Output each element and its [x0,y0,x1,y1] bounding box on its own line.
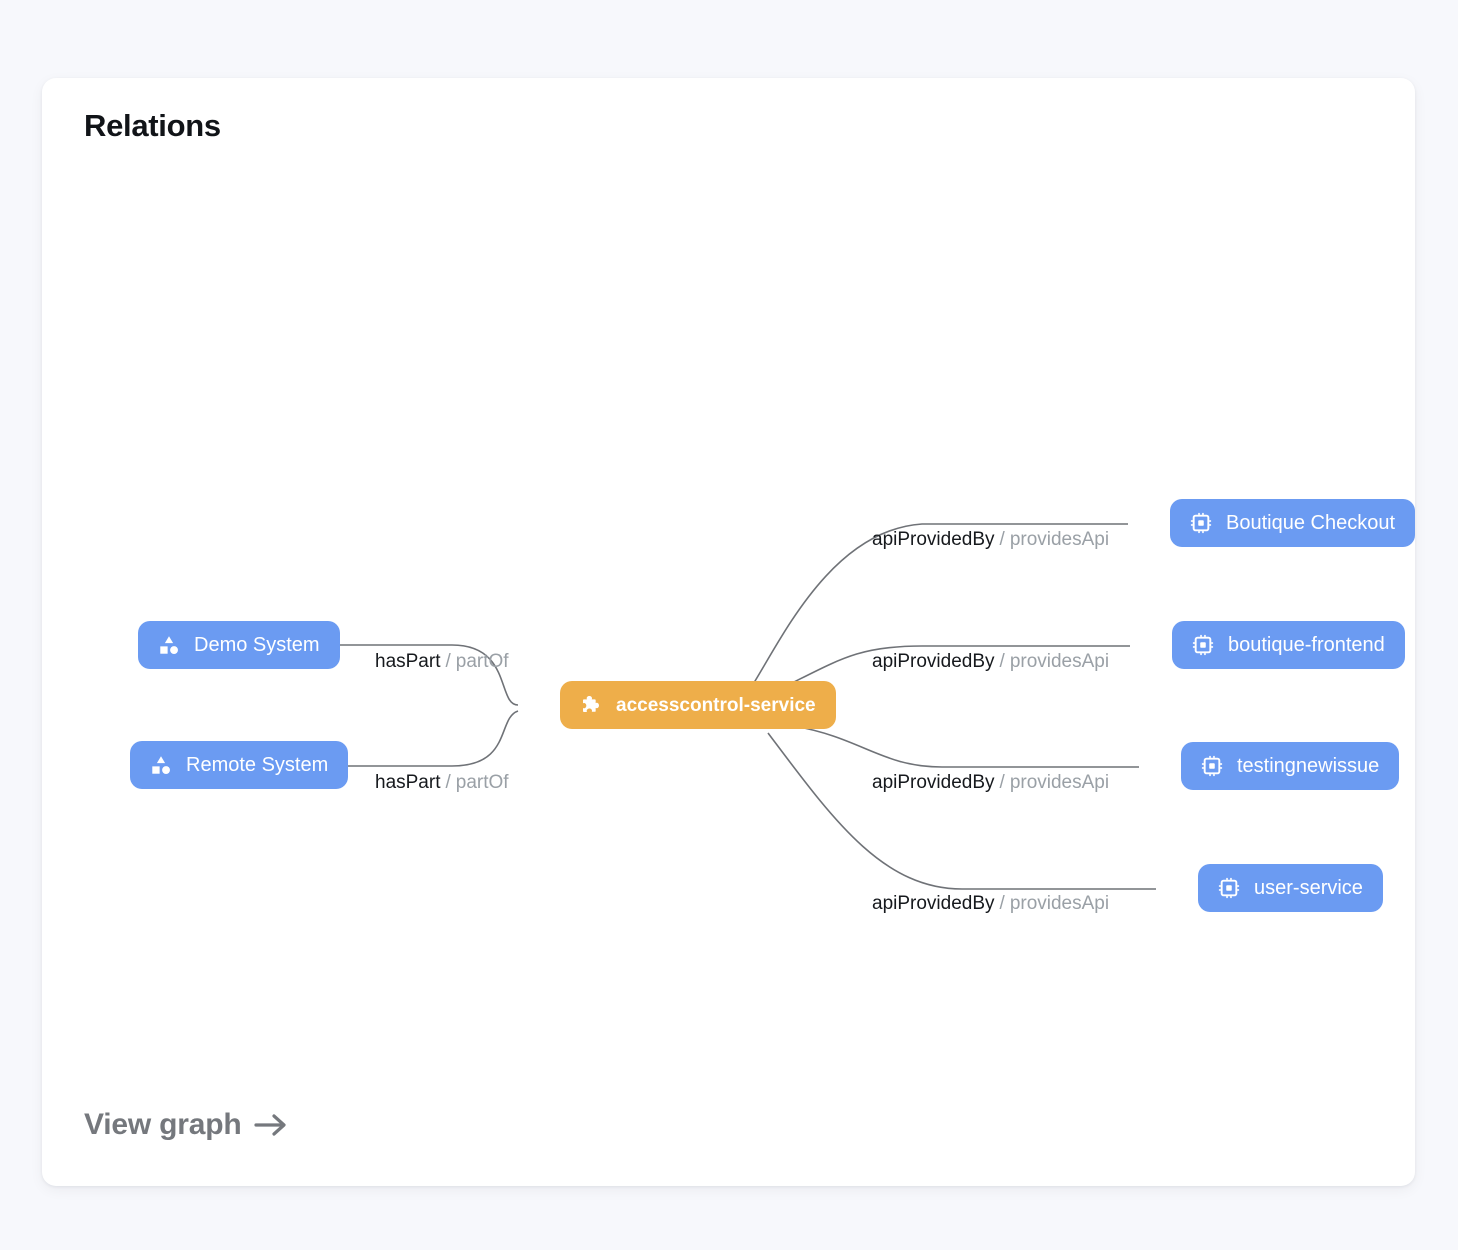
relation-forward: apiProvidedBy [872,893,995,914]
edge-label-testingnewissue: apiProvidedBy/providesApi [872,773,1109,792]
graph-node-label: user-service [1254,877,1363,899]
graph-node-label: boutique-frontend [1228,634,1385,656]
edge-label-boutique-frontend: apiProvidedBy/providesApi [872,652,1109,671]
page-title: Relations [84,108,221,143]
relation-separator: / [445,651,451,672]
graph-node-label: accesscontrol-service [616,694,816,716]
relation-separator: / [999,893,1005,914]
chip-icon [1218,877,1240,899]
relation-forward: apiProvidedBy [872,651,995,672]
puzzle-piece-icon [583,696,599,712]
chip-icon [1201,755,1223,777]
view-graph-link[interactable]: View graph [84,1108,288,1142]
chip-icon [1190,512,1212,534]
edge-testingnewissue [793,725,1139,768]
relation-separator: / [999,772,1005,793]
graph-node-accesscontrol-service[interactable]: accesscontrol-service [560,681,836,729]
relation-separator: / [445,772,451,793]
arrow-right-icon [253,1114,286,1136]
relations-card: Relations Demo System [42,78,1415,1186]
view-graph-label: View graph [84,1108,242,1141]
graph-node-label: Remote System [186,754,329,776]
edge-user-service [767,732,1156,890]
edge-label-remote-system: hasPart/partOf [375,773,509,792]
relation-separator: / [999,651,1005,672]
graph-node-label: testingnewissue [1237,755,1380,777]
graph-node-demo-system[interactable]: Demo System [138,621,340,669]
relation-reverse: providesApi [1009,893,1110,914]
system-icon [160,636,178,654]
relation-reverse: providesApi [1009,651,1110,672]
relations-graph[interactable]: Demo System Remote System accesscontrol-… [42,78,1415,1186]
relation-reverse: partOf [455,651,509,672]
graph-node-label: Demo System [194,634,320,656]
relation-forward: hasPart [375,772,441,793]
relation-forward: apiProvidedBy [872,772,995,793]
graph-node-label: Boutique Checkout [1226,512,1396,534]
graph-node-user-service[interactable]: user-service [1198,864,1383,912]
graph-node-boutique-frontend[interactable]: boutique-frontend [1172,621,1405,669]
graph-node-testingnewissue[interactable]: testingnewissue [1181,742,1400,790]
relation-forward: hasPart [375,651,441,672]
relation-reverse: providesApi [1009,772,1110,793]
relation-separator: / [999,529,1005,550]
relation-reverse: partOf [455,772,509,793]
relation-forward: apiProvidedBy [872,529,995,550]
graph-node-boutique-checkout[interactable]: Boutique Checkout [1170,499,1415,547]
system-icon [152,756,170,774]
relation-reverse: providesApi [1009,529,1110,550]
edge-label-boutique-checkout: apiProvidedBy/providesApi [872,530,1109,549]
graph-node-remote-system[interactable]: Remote System [130,741,349,789]
chip-icon [1192,634,1214,656]
edge-label-demo-system: hasPart/partOf [375,652,509,671]
edge-label-user-service: apiProvidedBy/providesApi [872,894,1109,913]
